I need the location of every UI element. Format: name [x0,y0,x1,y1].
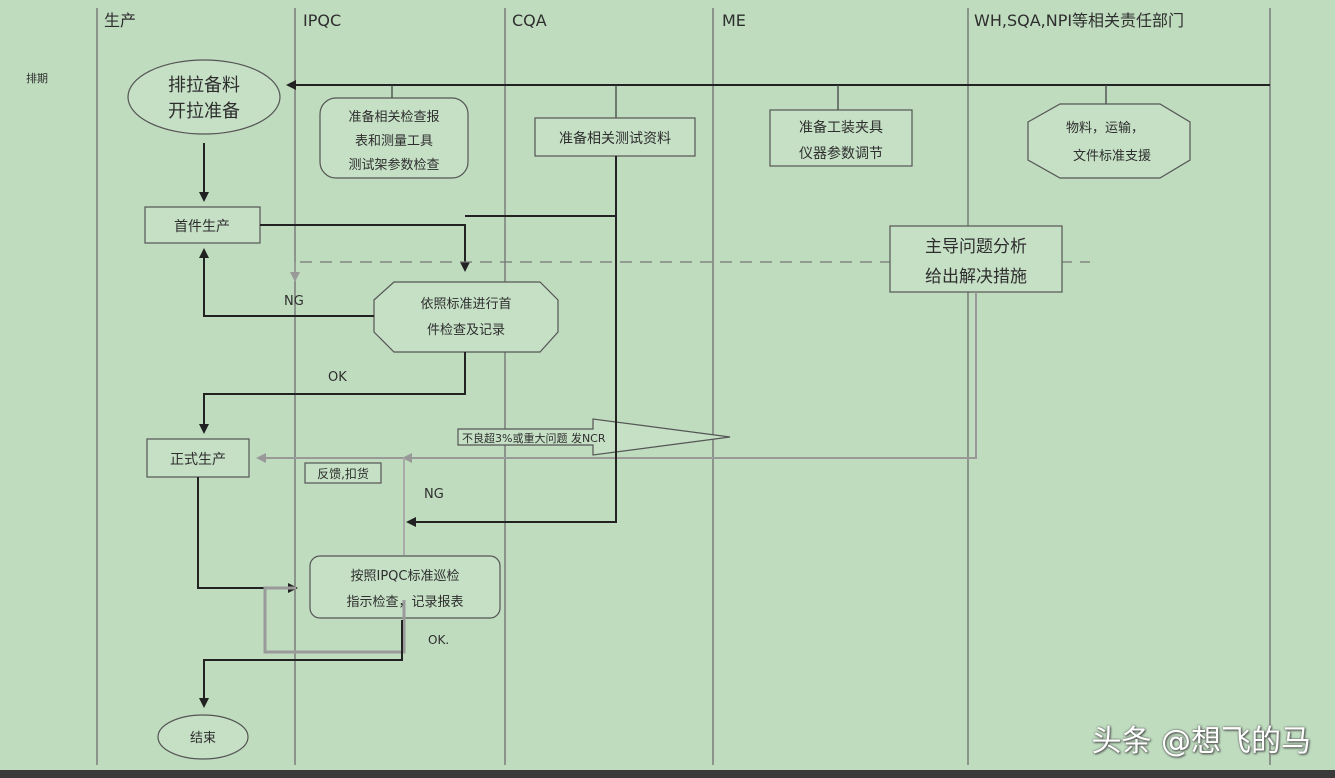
ipqc-prep-line2: 表和测量工具 [355,134,433,149]
others-prep-line2: 文件标准支援 [1073,149,1151,164]
analysis-line1: 主导问题分析 [925,237,1027,257]
analysis-line2: 给出解决措施 [925,267,1027,287]
arrow-ok-to-mass-production [199,352,466,434]
first-article-check-hexagon [373,281,559,353]
first-article-box [144,206,261,244]
start-ellipse [127,59,281,135]
arrow-cqa-to-check [465,156,617,217]
arrow-ng-back-to-first-article [199,248,374,317]
patrol-line1: 按照IPQC标准巡检 [351,569,460,584]
ipqc-prep-line1: 准备相关检查报 [348,109,439,125]
ng-label-2: NG [424,487,444,502]
lane-header-cqa: CQA [512,11,547,30]
check-line1: 依照标准进行首 [420,297,511,312]
feedback-hold-box [304,462,382,484]
lane-header-production: 生产 [104,11,136,30]
start-label-line1: 排拉备料 [168,75,240,96]
lane-header-ipqc: IPQC [303,11,341,30]
row-label-schedule: 排期 [26,71,48,85]
arrow-mass-production-to-patrol [197,477,298,593]
ng-label-1: NG [284,294,304,309]
end-ellipse [157,714,249,760]
first-article-label: 首件生产 [174,219,230,235]
arrow-cqa-ng-to-ipqc [406,216,617,527]
problem-analysis-box [889,225,1063,293]
mass-production-label: 正式生产 [170,452,226,468]
ok-label-1: OK [328,370,347,385]
others-prep-line1: 物料，运输， [1066,120,1144,136]
lane-header-me: ME [722,11,746,30]
me-prep-line1: 准备工装夹具 [799,119,883,136]
me-prep-box [769,109,913,167]
watermark: 头条 @想飞的马 [1091,724,1311,759]
ncr-arrow-shape [457,418,731,456]
others-prep-hexagon [1027,103,1191,179]
ipqc-prep-line3: 测试架参数检查 [348,157,439,173]
bottom-border [0,770,1335,778]
patrol-loop-gray [263,586,406,654]
lane-header-others: WH,SQA,NPI等相关责任部门 [974,11,1184,30]
arrow-ok-to-end [199,620,403,708]
ncr-label: 不良超3%或重大问题 发NCR [462,431,606,445]
feedback-label: 反馈,扣货 [317,466,369,481]
ok-label-2: OK. [428,633,449,647]
mass-production-box [146,438,250,478]
check-line2: 件检查及记录 [427,323,505,338]
start-label-line2: 开拉准备 [168,101,240,122]
cqa-prep-box [534,117,696,157]
arrow-first-article-to-check [260,224,470,272]
end-label: 结束 [190,731,216,746]
me-prep-line2: 仪器参数调节 [799,145,883,162]
arrow-analysis-feedback [402,292,977,463]
ipqc-prep-box [319,97,469,179]
cqa-prep-label: 准备相关测试资料 [559,130,671,147]
